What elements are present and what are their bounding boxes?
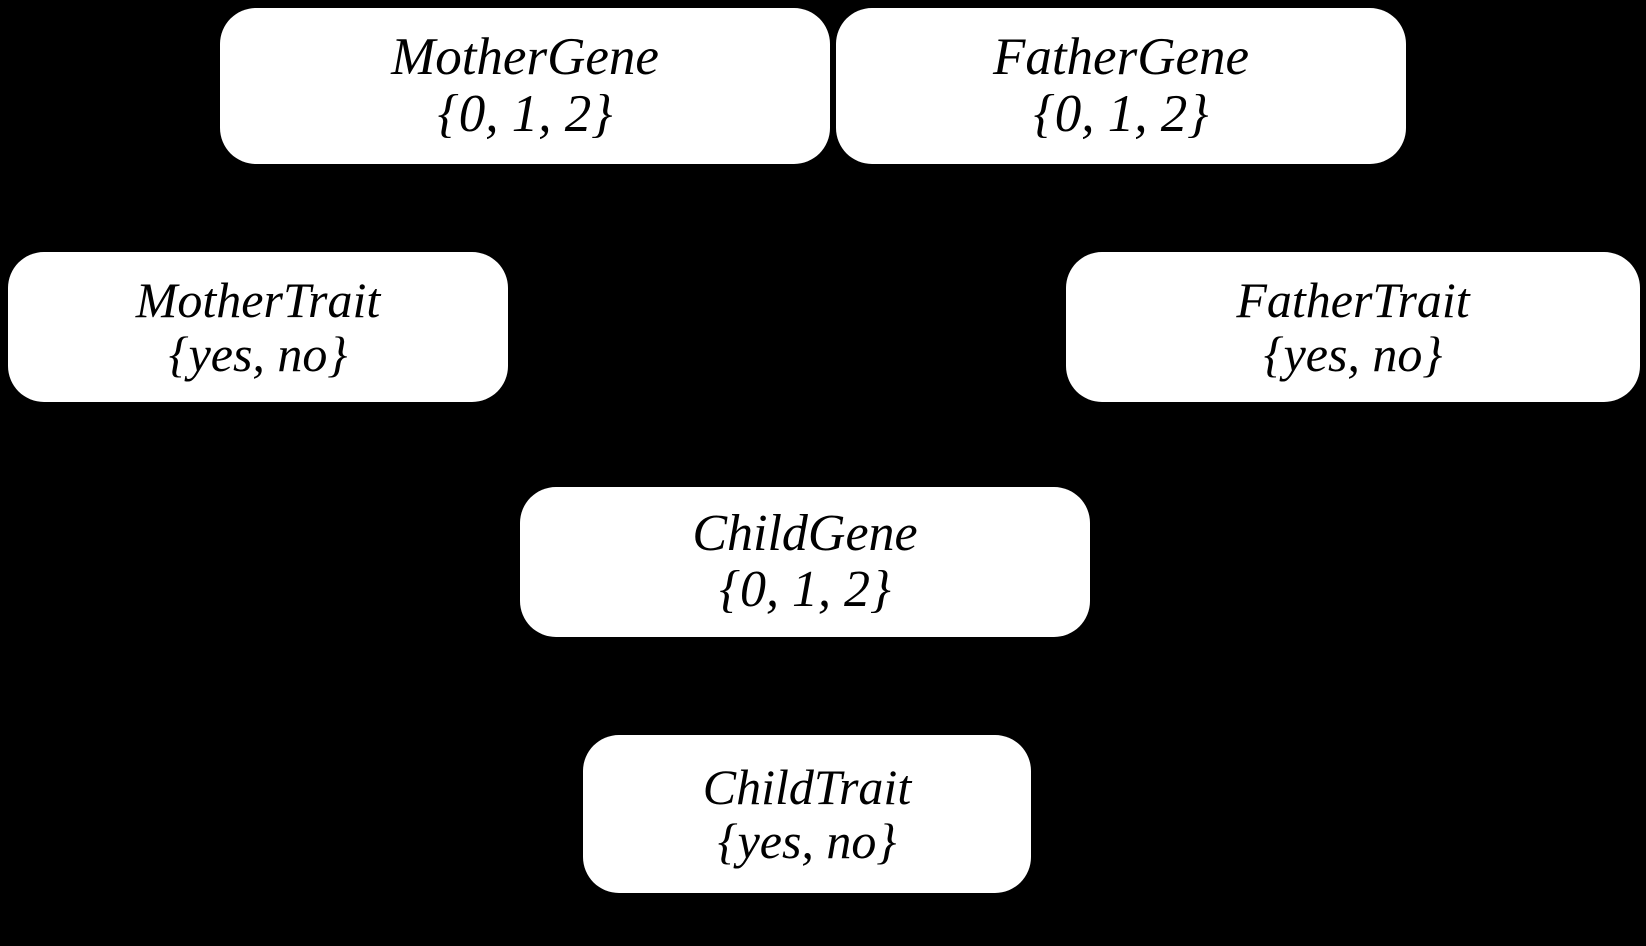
node-mother-gene-domain: {0, 1, 2} (437, 85, 613, 143)
node-mother-trait-domain: {yes, no} (168, 326, 348, 382)
node-child-trait-domain: {yes, no} (717, 813, 897, 869)
node-mother-gene-label: MotherGene (391, 27, 659, 86)
node-child-gene-domain: {0, 1, 2} (719, 561, 891, 618)
node-father-gene-domain: {0, 1, 2} (1033, 85, 1209, 143)
node-child-gene-label: ChildGene (692, 504, 918, 562)
node-mother-trait-label: MotherTrait (135, 272, 381, 328)
node-father-gene-label: FatherGene (992, 27, 1250, 86)
node-mother-gene[interactable]: MotherGene {0, 1, 2} (220, 8, 830, 164)
node-child-trait-label: ChildTrait (702, 759, 912, 815)
node-child-gene[interactable]: ChildGene {0, 1, 2} (520, 487, 1090, 637)
node-father-gene[interactable]: FatherGene {0, 1, 2} (836, 8, 1406, 164)
node-father-trait[interactable]: FatherTrait {yes, no} (1066, 252, 1640, 402)
node-child-trait[interactable]: ChildTrait {yes, no} (583, 735, 1031, 893)
node-mother-trait[interactable]: MotherTrait {yes, no} (8, 252, 508, 402)
node-father-trait-label: FatherTrait (1236, 272, 1470, 328)
node-father-trait-domain: {yes, no} (1263, 326, 1443, 382)
